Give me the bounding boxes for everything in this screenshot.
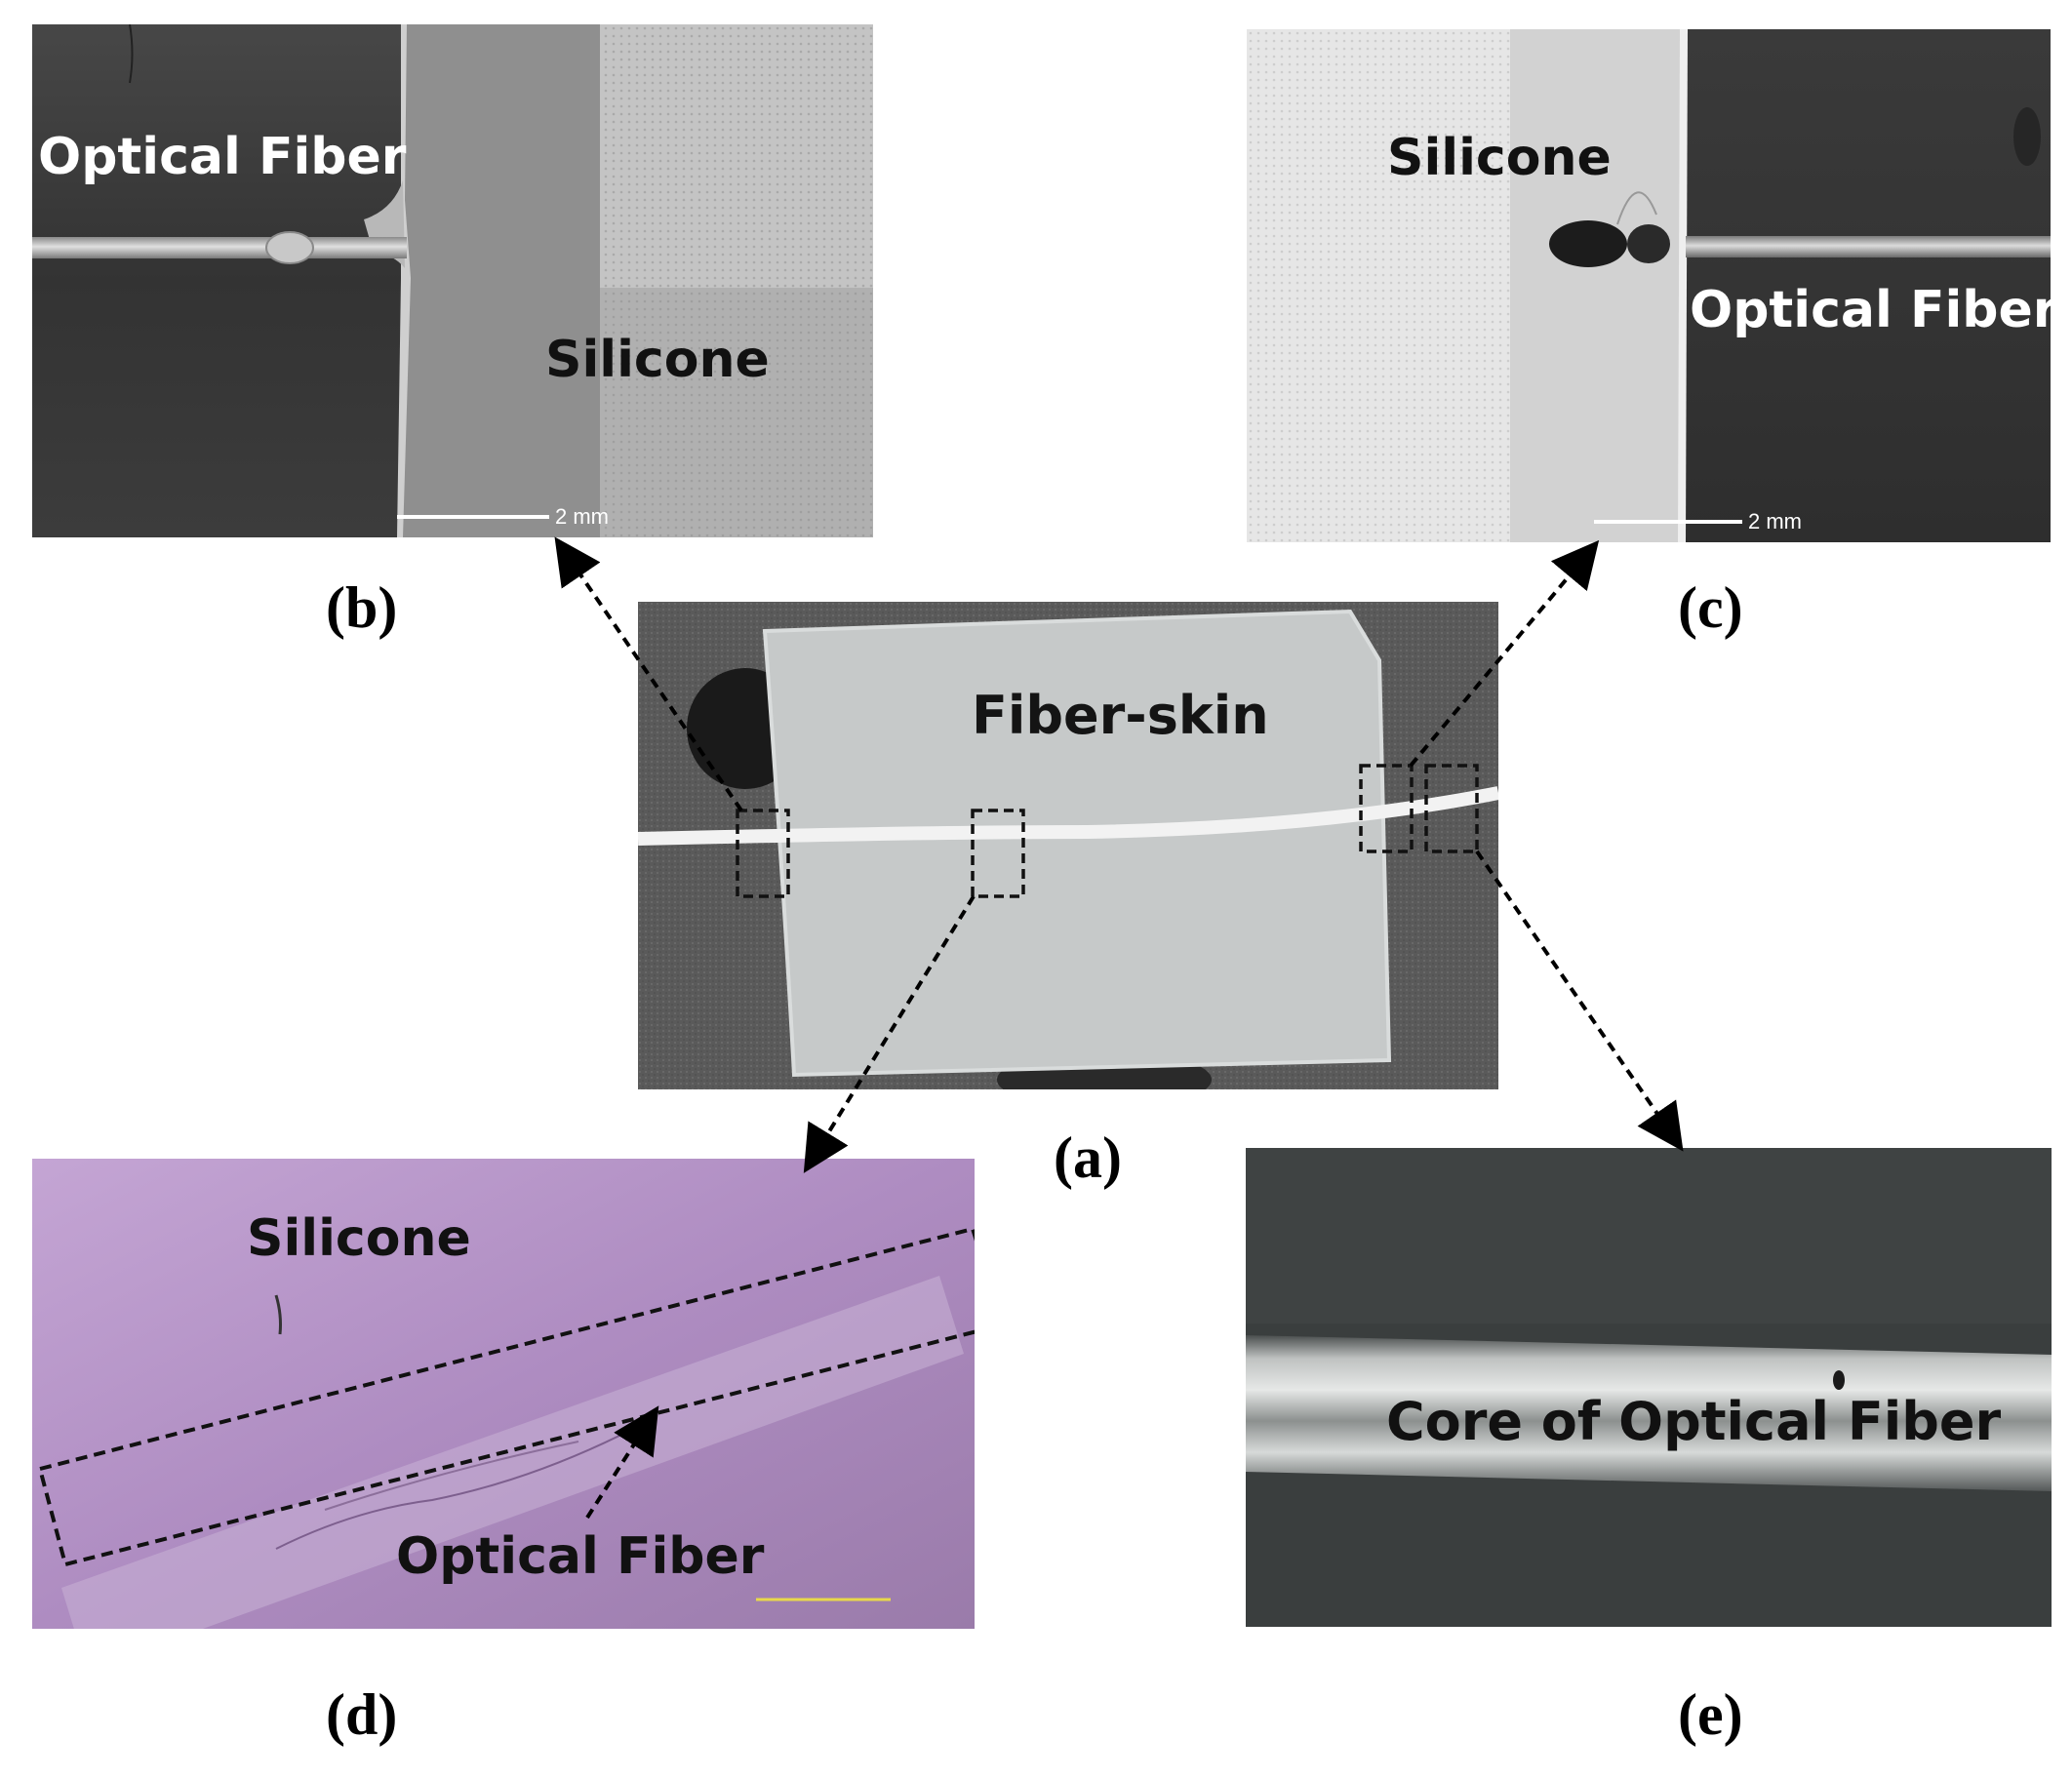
panel-d-silicone-label: Silicone [247, 1209, 471, 1268]
panel-b-silicone-label: Silicone [545, 331, 770, 389]
panel-c-graphic [1247, 29, 2051, 542]
panel-a-photo: Fiber-skin [638, 602, 1498, 1089]
panel-d-microscope-image: Silicone Optical Fiber [32, 1159, 975, 1629]
caption-d: (d) [326, 1682, 398, 1747]
panel-e-microscope-image: Core of Optical Fiber [1246, 1148, 2052, 1627]
panel-d-fiber-label: Optical Fiber [396, 1527, 765, 1586]
panel-b-fiber-label: Optical Fiber [38, 128, 407, 186]
arrow-to-e [1475, 849, 1684, 1152]
panel-a-fiber-skin-label: Fiber-skin [972, 685, 1269, 746]
panel-c-scale-text: 2 mm [1748, 509, 1802, 533]
panel-c-silicone-label: Silicone [1387, 129, 1612, 187]
caption-a: (a) [1054, 1126, 1122, 1190]
panel-c-sem-image: Silicone Optical Fiber 2 mm [1247, 29, 2051, 542]
panel-b-scale-text: 2 mm [555, 504, 609, 529]
panel-e-core-label: Core of Optical Fiber [1386, 1391, 2002, 1452]
panel-d-graphic [32, 1159, 975, 1629]
caption-c: (c) [1678, 575, 1743, 640]
caption-b: (b) [326, 575, 398, 640]
panel-b-sem-image: Optical Fiber Silicone 2 mm [32, 24, 873, 537]
panel-e-graphic [1246, 1148, 2052, 1627]
caption-e: (e) [1678, 1682, 1743, 1747]
panel-a-graphic [638, 602, 1498, 1089]
panel-b-graphic [32, 24, 873, 537]
panel-c-fiber-label: Optical Fiber [1690, 281, 2051, 339]
